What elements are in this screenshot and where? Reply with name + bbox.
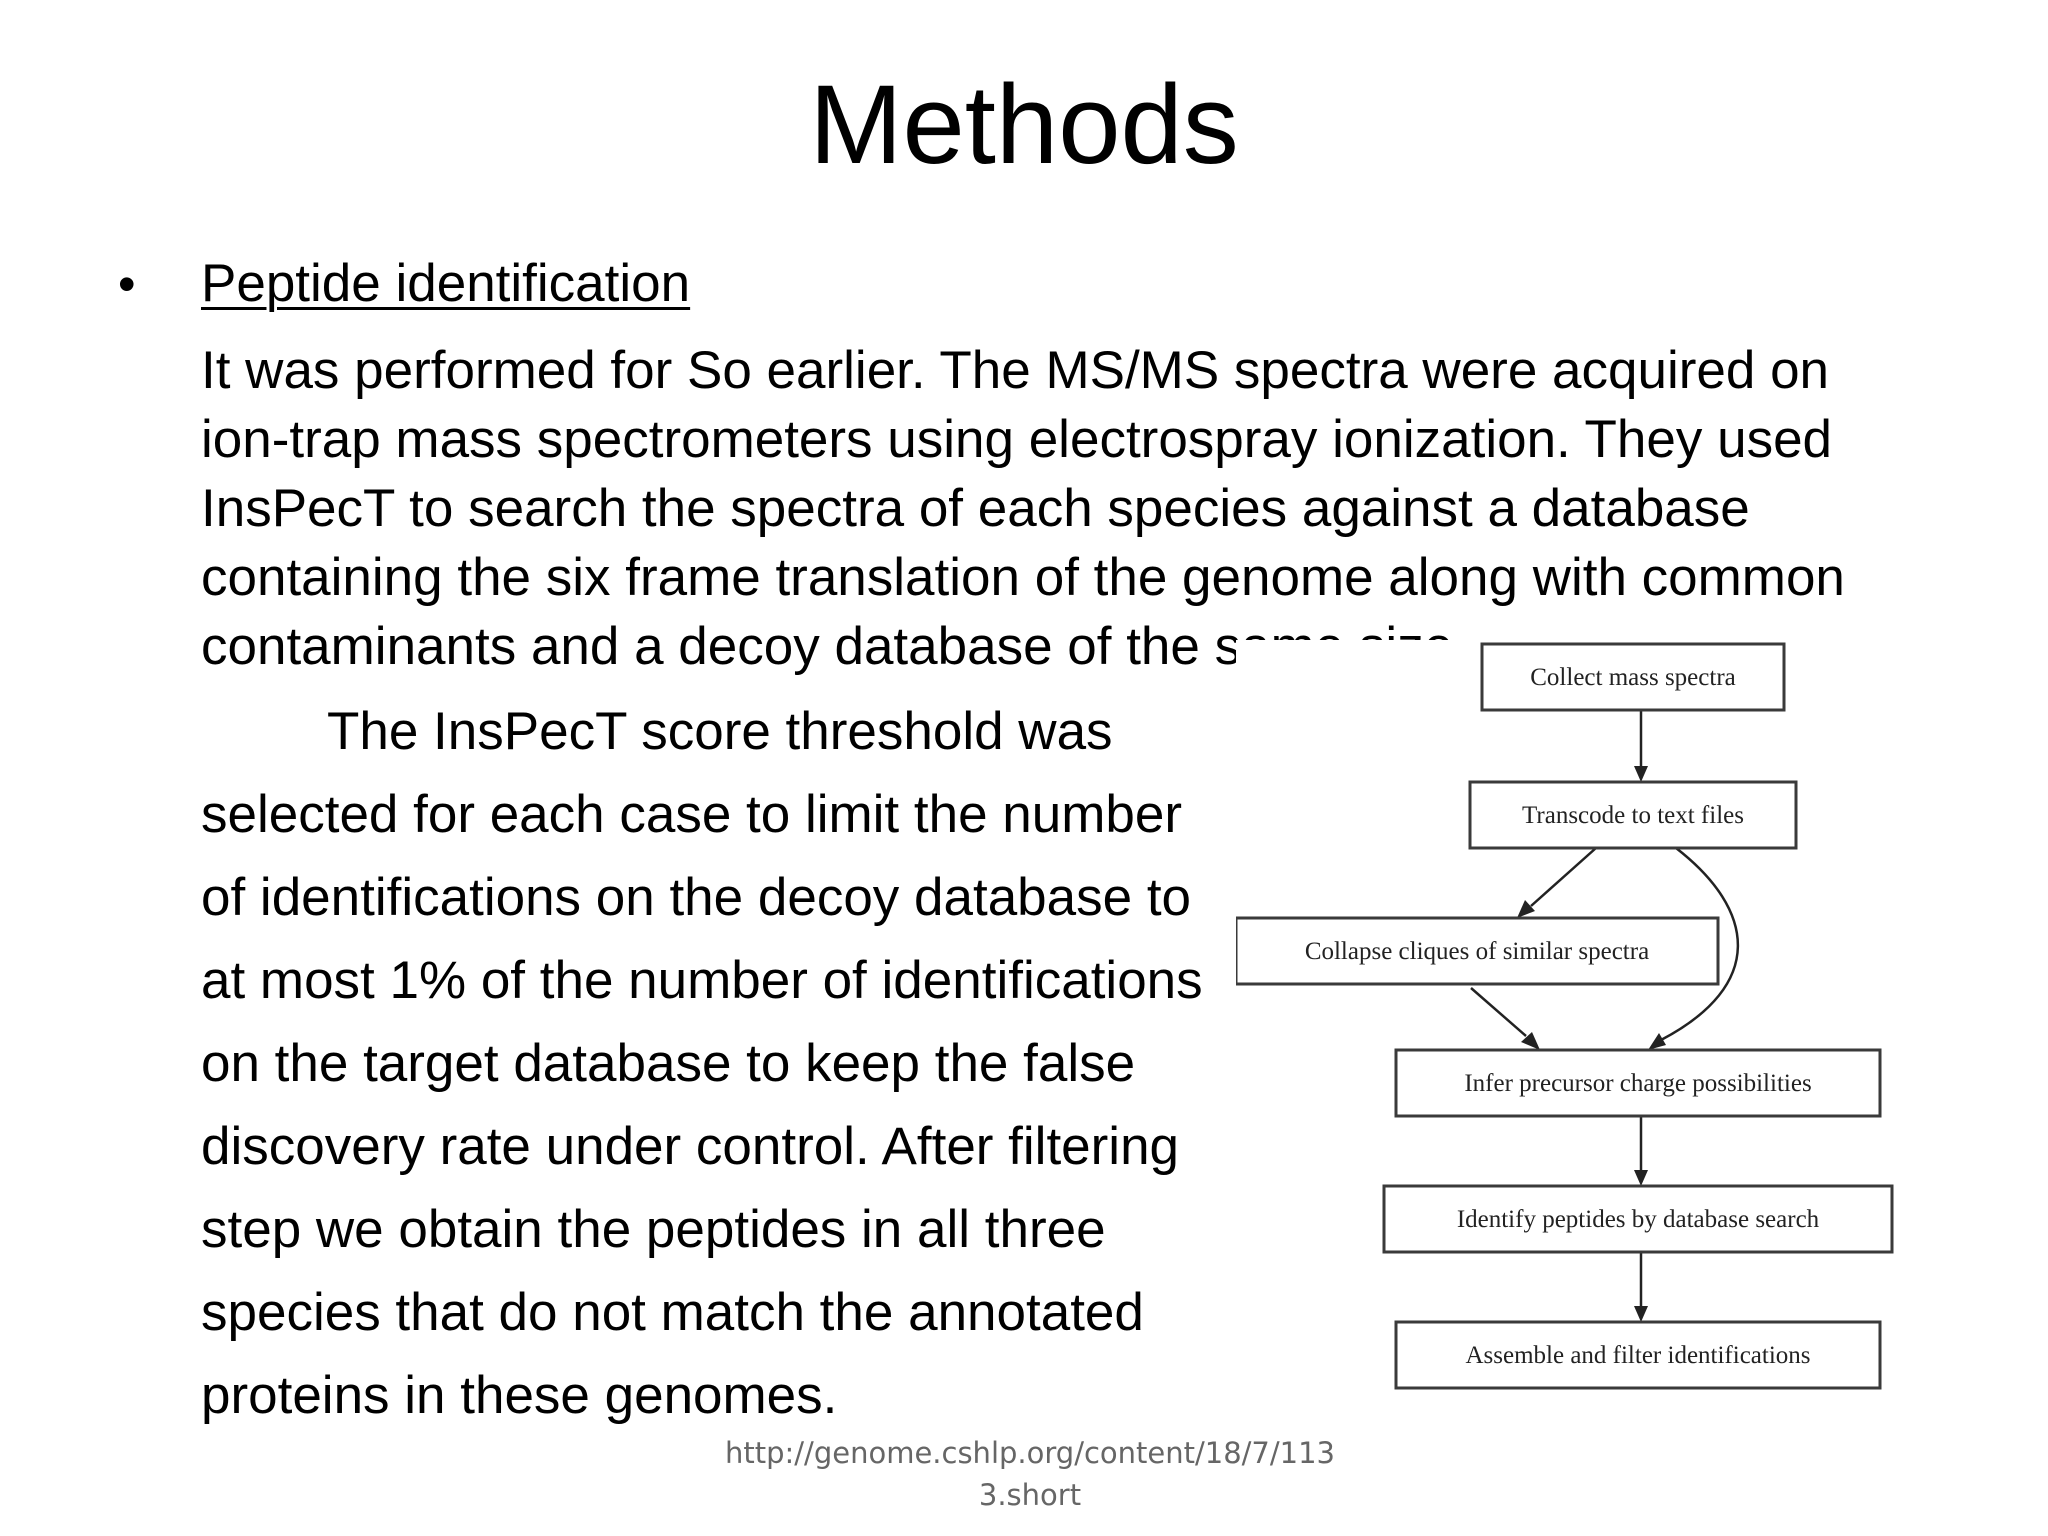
flow-node-transcode: Transcode to text files: [1468, 780, 1798, 850]
flowchart-svg: Collect mass spectra Transcode to text f…: [1236, 642, 1894, 1390]
method-paragraph-2: The InsPecT score threshold was selected…: [201, 690, 1241, 1430]
paragraph-line: The InsPecT score threshold was: [327, 702, 1113, 761]
flow-node-collapse: Collapse cliques of similar spectra: [1236, 916, 1720, 986]
flow-node-identify: Identify peptides by database search: [1382, 1184, 1894, 1254]
arrowhead-icon: [1634, 1170, 1648, 1186]
edge-transcode-to-collapse: [1530, 847, 1597, 907]
paragraph-line: containing the six frame translation of …: [201, 548, 1845, 607]
paragraph-line: at most 1% of the number of identificati…: [201, 951, 1203, 1010]
paragraph-line: of identifications on the decoy database…: [201, 868, 1192, 927]
flow-node-assemble: Assemble and filter identifications: [1394, 1320, 1882, 1390]
flow-node-label: Collect mass spectra: [1530, 664, 1736, 691]
paragraph-line: on the target database to keep the false: [201, 1034, 1136, 1093]
bullet-heading: Peptide identification: [201, 254, 691, 313]
bullet-marker: •: [118, 256, 136, 312]
paragraph-line: ion-trap mass spectrometers using electr…: [201, 410, 1833, 469]
paragraph-line: InsPecT to search the spectra of each sp…: [201, 479, 1750, 538]
flow-node-collect: Collect mass spectra: [1480, 642, 1786, 712]
pipeline-flowchart: Collect mass spectra Transcode to text f…: [1236, 640, 1896, 1400]
flow-node-label: Identify peptides by database search: [1457, 1206, 1820, 1233]
paragraph-line: proteins in these genomes.: [201, 1366, 838, 1425]
paragraph-line: species that do not match the annotated: [201, 1283, 1144, 1342]
flow-node-infer: Infer precursor charge possibilities: [1394, 1048, 1882, 1118]
arrowhead-icon: [1634, 1306, 1648, 1322]
source-url-line: 3.short: [978, 1478, 1082, 1512]
arrowhead-icon: [1517, 900, 1535, 918]
paragraph-line: It was performed for So earlier. The MS/…: [201, 341, 1830, 400]
arrowhead-icon: [1634, 766, 1648, 782]
arrowhead-icon: [1648, 1033, 1666, 1050]
flow-node-label: Transcode to text files: [1522, 802, 1744, 829]
paragraph-line: step we obtain the peptides in all three: [201, 1200, 1106, 1259]
arrowhead-icon: [1521, 1032, 1540, 1050]
source-url-line: http://genome.cshlp.org/content/18/7/113: [724, 1436, 1336, 1470]
paragraph-line: selected for each case to limit the numb…: [201, 785, 1182, 844]
flow-node-label: Collapse cliques of similar spectra: [1305, 938, 1649, 965]
edge-collapse-to-infer: [1470, 987, 1527, 1037]
flow-node-label: Assemble and filter identifications: [1465, 1342, 1810, 1369]
paragraph-line: discovery rate under control. After filt…: [201, 1117, 1180, 1176]
method-paragraph-1: It was performed for So earlier. The MS/…: [201, 336, 1845, 681]
edge-transcode-to-infer: [1660, 847, 1740, 1042]
flow-node-label: Infer precursor charge possibilities: [1464, 1070, 1811, 1097]
source-citation: http://genome.cshlp.org/content/18/7/113…: [700, 1432, 1360, 1516]
slide-title: Methods: [809, 62, 1239, 187]
